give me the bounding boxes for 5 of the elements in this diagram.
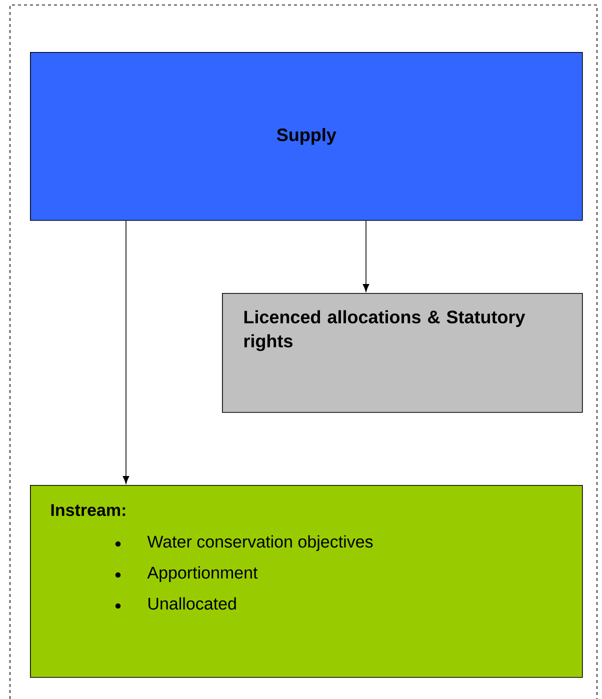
arrow — [122, 220, 130, 484]
process-box: Supply — [30, 52, 583, 221]
process-box: Instream: Water conservation objectives Apportionment Unallocated — [30, 485, 583, 678]
process-box: Licenced allocations & Statutory rights — [222, 293, 583, 413]
arrow — [362, 220, 370, 292]
